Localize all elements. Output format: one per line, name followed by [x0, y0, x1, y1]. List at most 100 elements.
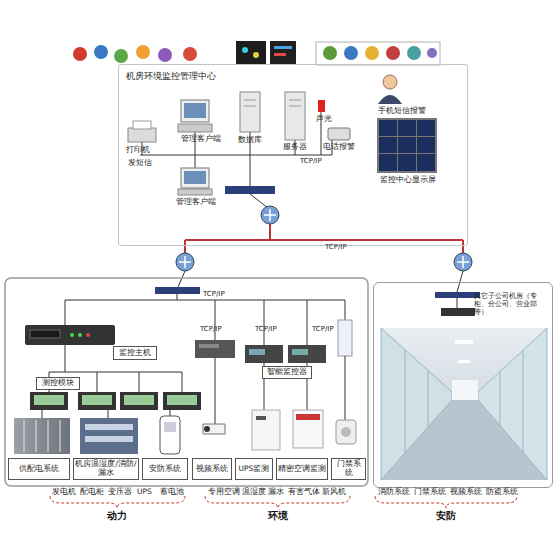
branch-photo-part	[455, 340, 473, 344]
site-panel-part	[97, 372, 98, 392]
category-brace-part	[375, 496, 517, 508]
item-label: 门禁系统	[414, 488, 446, 496]
wan-links-part	[184, 240, 186, 253]
center-equipment-part	[250, 155, 251, 186]
site-panel-part	[160, 416, 180, 454]
video-wall-part	[417, 137, 435, 153]
center-equipment-part	[264, 209, 276, 221]
site-panel-part	[245, 345, 283, 363]
node-text: 测控模块	[42, 379, 74, 388]
site-panel-part	[341, 427, 351, 437]
center-equipment-part	[261, 206, 279, 224]
center-equipment-part	[250, 194, 268, 208]
node-text: 机房温湿度/消防/漏水	[75, 460, 137, 477]
item-label: 新风机	[322, 488, 346, 496]
node-text: 门禁系统	[333, 460, 364, 477]
top-icons-part	[316, 42, 440, 65]
item-label: 服务器	[283, 143, 307, 151]
center-equipment-part	[178, 124, 212, 132]
node-text: 视频系统	[196, 465, 228, 474]
site-panel-part	[249, 349, 265, 355]
site-panel-part	[155, 287, 200, 294]
site-panel-part	[65, 300, 345, 301]
item-label: 防盗系统	[486, 488, 518, 496]
center-equipment-part	[383, 75, 397, 89]
item-label: 声光	[316, 115, 332, 123]
wan-links-part	[269, 224, 271, 240]
site-panel-part	[163, 392, 201, 410]
branch-photo-part	[478, 328, 547, 480]
item-label: 温湿度	[242, 488, 266, 496]
branch-photo-part	[381, 328, 547, 480]
wan-links-part	[462, 240, 464, 253]
center-equipment-part	[225, 186, 275, 194]
site-panel-part	[252, 410, 280, 450]
top-icons-part	[427, 48, 437, 58]
category-label: 环境	[268, 511, 288, 521]
branch-photo-part	[381, 328, 452, 480]
site-panel-part	[48, 420, 49, 452]
center-equipment-part	[378, 95, 402, 104]
system-box: 视频系统	[192, 458, 232, 480]
top-icons-part	[253, 52, 259, 58]
site-panel-part	[42, 410, 43, 418]
site-panel-part	[85, 436, 133, 442]
network-label: TCP/IP	[200, 326, 222, 333]
item-label: 配电柜	[80, 488, 104, 496]
item-label: 变压器	[108, 488, 132, 496]
site-panel-part	[177, 294, 178, 300]
video-wall-part	[417, 120, 435, 136]
wan-links-part	[178, 271, 185, 287]
center-equipment-part	[244, 106, 256, 107]
item-label: 管理客户端	[181, 135, 221, 143]
top-icons-part	[114, 49, 128, 63]
center-equipment-part	[133, 121, 151, 129]
wan-links-part	[457, 256, 469, 268]
video-wall-part	[379, 137, 397, 153]
top-icons-part	[242, 47, 248, 53]
branch-photo-part	[452, 380, 478, 400]
system-box: 门禁系统	[331, 458, 366, 480]
branch-photo-part	[435, 292, 480, 298]
item-label: 视频系统	[450, 488, 482, 496]
site-panel-part	[167, 395, 197, 405]
top-icons-part	[407, 46, 421, 60]
node-text: 安防系统	[149, 465, 181, 474]
site-panel-part	[296, 414, 320, 420]
site-panel-part	[30, 330, 60, 338]
item-label: 监控中心显示屏	[380, 176, 436, 184]
site-panel-part	[36, 420, 37, 452]
branch-photo-part	[500, 371, 501, 427]
item-label: 手机短信报警	[378, 107, 426, 115]
system-box: 安防系统	[142, 458, 188, 480]
video-wall-part	[398, 137, 416, 153]
network-label: TCP/IP	[325, 244, 347, 251]
video-wall-part	[417, 154, 435, 171]
center-equipment-part	[140, 154, 332, 155]
top-icons-part	[344, 46, 358, 60]
site-panel-part	[139, 372, 140, 392]
top-icons-part	[365, 46, 379, 60]
network-label: TCP/IP	[203, 291, 225, 298]
node-text: 其它子公司机房（专柜、分公司、营业部等）	[474, 292, 548, 316]
network-label: TCP/IP	[300, 158, 322, 165]
branch-photo-part	[405, 350, 406, 453]
node-text: 智能监控器	[267, 368, 307, 377]
center-equipment-part	[195, 155, 196, 168]
site-panel-part	[215, 300, 216, 340]
site-panel-part	[124, 395, 154, 405]
top-icons	[73, 41, 440, 65]
center-equipment-part	[178, 189, 212, 195]
top-icons-part	[94, 45, 108, 59]
video-wall-part	[398, 154, 416, 171]
site-panel-part	[108, 410, 109, 418]
branch-photo-part	[458, 360, 470, 363]
wan-links-part	[185, 239, 463, 241]
center-equipment-part	[289, 106, 301, 107]
site-panel-part	[338, 320, 352, 356]
video-wall-part	[398, 120, 416, 136]
branch-photo-part	[428, 371, 429, 427]
site-panel-part	[24, 420, 25, 452]
top-icons-part	[158, 48, 172, 62]
